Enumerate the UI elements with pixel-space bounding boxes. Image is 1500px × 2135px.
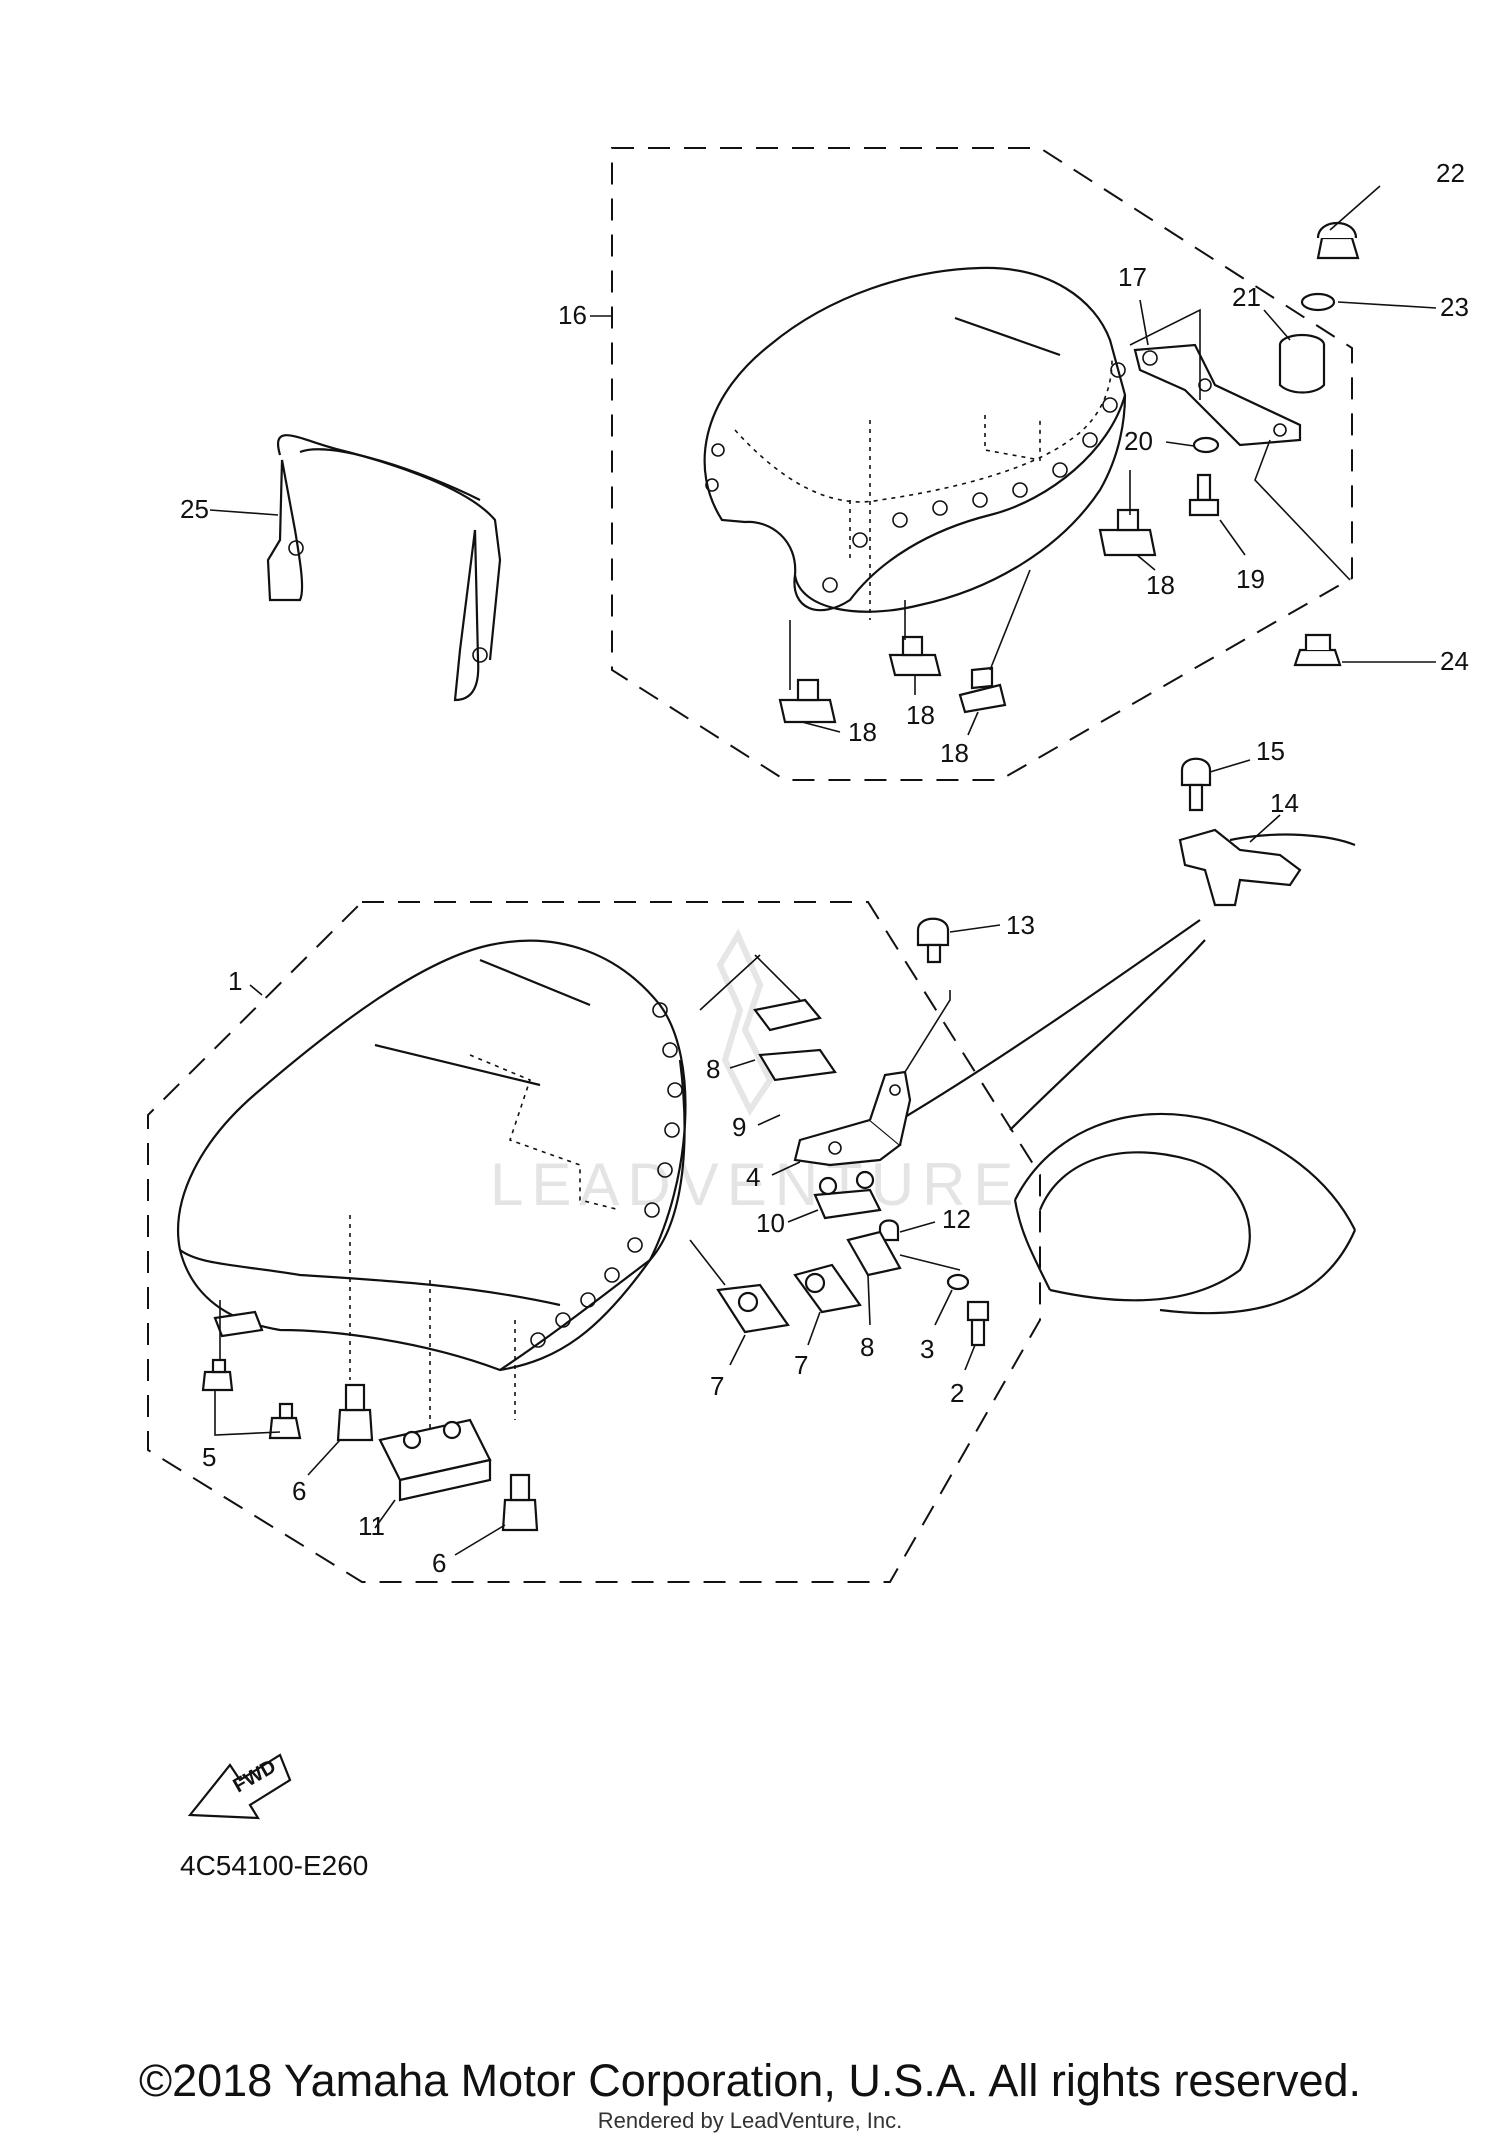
callout-17: 17 <box>1118 262 1147 292</box>
callout-8b: 8 <box>860 1332 874 1362</box>
callout-5: 5 <box>202 1442 216 1472</box>
callout-23: 23 <box>1440 292 1469 322</box>
callout-9: 9 <box>732 1112 746 1142</box>
damper-12 <box>878 1219 900 1242</box>
callout-11: 11 <box>358 1511 385 1541</box>
callout-6a: 6 <box>292 1476 306 1506</box>
callout-24: 24 <box>1440 646 1469 676</box>
double-seat-16 <box>703 266 1127 620</box>
callout-4: 4 <box>746 1162 760 1192</box>
group-1-boundary <box>147 901 1041 1583</box>
bolts-5 <box>201 1358 302 1440</box>
seat-bracket-17 <box>1133 343 1351 581</box>
callout-8a: 8 <box>706 1054 720 1084</box>
bolt-13 <box>916 917 950 964</box>
bolt-19 <box>1188 473 1220 517</box>
callout-18c: 18 <box>906 700 935 730</box>
washer-20 <box>1192 436 1220 454</box>
nut-22 <box>1316 222 1360 260</box>
callout-7b: 7 <box>794 1350 808 1380</box>
watermark: LEADVENTURE <box>490 928 1021 1218</box>
callout-1: 1 <box>228 966 242 996</box>
copyright-notice: ©2018 Yamaha Motor Corporation, U.S.A. A… <box>138 2055 1362 2106</box>
callout-6b: 6 <box>432 1548 446 1578</box>
collar-21 <box>1278 333 1326 394</box>
callout-2: 2 <box>950 1378 964 1408</box>
callout-3: 3 <box>920 1334 934 1364</box>
solo-seat-1 <box>177 939 687 1460</box>
clip-nuts-18 <box>778 508 1157 724</box>
callout-13: 13 <box>1006 910 1035 940</box>
callout-7a: 7 <box>710 1371 724 1401</box>
dampers-6 <box>336 1383 539 1532</box>
nut-24 <box>1293 633 1342 667</box>
callout-18b: 18 <box>848 717 877 747</box>
callout-19: 19 <box>1236 564 1265 594</box>
fwd-arrow: FWD <box>187 1753 292 1820</box>
callout-16: 16 <box>558 300 587 330</box>
rear-fender <box>1013 1112 1357 1315</box>
callout-10: 10 <box>756 1208 785 1238</box>
plate-8-lower <box>846 1230 902 1277</box>
group-16-boundary <box>611 147 1353 781</box>
rendered-by-notice: Rendered by LeadVenture, Inc. <box>597 2108 903 2133</box>
plates-8-9 <box>753 998 837 1082</box>
callout-labels: 22 23 21 17 20 19 18 24 16 18 18 18 25 1… <box>180 158 1469 1578</box>
seat-bracket-4 <box>793 990 951 1167</box>
callout-15: 15 <box>1256 736 1285 766</box>
clip-nuts-7 <box>716 1263 862 1334</box>
callout-25: 25 <box>180 494 209 524</box>
rear-fender-frame-14 <box>899 828 1356 1131</box>
washer-23 <box>1300 292 1336 312</box>
nut-plate-10 <box>813 1170 882 1220</box>
callout-21: 21 <box>1232 282 1261 312</box>
washer-3 <box>946 1273 970 1291</box>
bolt-15 <box>1180 757 1212 812</box>
callout-20: 20 <box>1124 426 1153 456</box>
watermark-text: LEADVENTURE <box>490 1151 1021 1218</box>
callout-12: 12 <box>942 1204 971 1234</box>
callout-14: 14 <box>1270 788 1299 818</box>
callout-22: 22 <box>1436 158 1465 188</box>
diagram-code: 4C54100-E260 <box>180 1850 369 1881</box>
bolt-2 <box>966 1300 990 1347</box>
grab-bar-25 <box>266 434 502 702</box>
seat-16-studs <box>705 362 1126 593</box>
callout-18d: 18 <box>940 738 969 768</box>
damper-block-11 <box>378 1418 492 1502</box>
callout-18a: 18 <box>1146 570 1175 600</box>
seat-1-studs <box>530 1002 683 1348</box>
